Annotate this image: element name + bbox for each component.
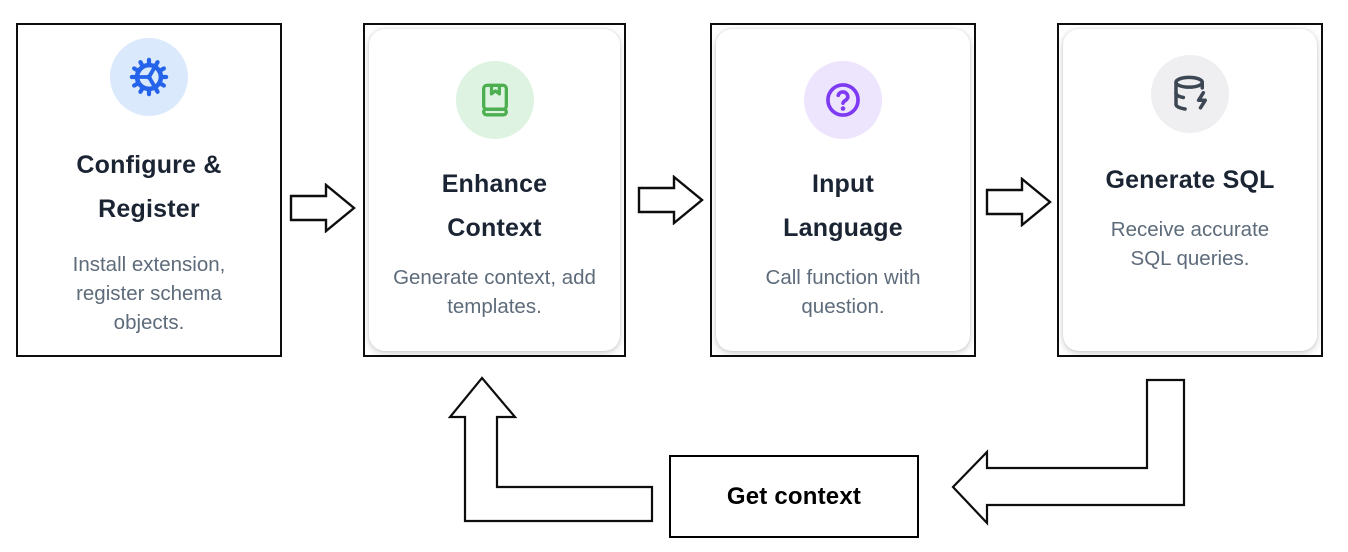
step-title: Input Language (783, 162, 903, 250)
loop-arrow-down-left-icon (951, 378, 1186, 526)
step-card-input-language: Input Language Call function with questi… (710, 23, 976, 357)
step-subtitle: Install extension, register schema objec… (72, 253, 226, 334)
step-card-configure-register: Configure & Register Install extension, … (16, 23, 282, 357)
step-title-line: Language (783, 214, 903, 242)
book-bookmark-icon (455, 61, 534, 139)
step-card-enhance-context: Enhance Context Generate context, add te… (363, 23, 626, 357)
flow-arrow-right-icon (985, 177, 1052, 227)
step-title-line: Context (447, 214, 542, 242)
step-title-line: Input (811, 170, 875, 198)
step-title: Configure & Register (76, 143, 221, 231)
step-card-generate-sql: Generate SQL Receive accurate SQL querie… (1057, 23, 1323, 357)
flow-arrow-right-icon (289, 183, 356, 233)
question-circle-icon (804, 61, 882, 139)
step-title: Enhance Context (442, 162, 548, 250)
gear-icon (110, 38, 188, 116)
step-subtitle: Call function with question. (765, 266, 921, 318)
database-zap-icon (1151, 55, 1229, 133)
get-context-label: Get context (726, 482, 862, 510)
step-title-line: Generate SQL (1105, 166, 1275, 194)
get-context-box: Get context (669, 455, 919, 538)
step-subtitle: Receive accurate SQL queries. (1110, 218, 1270, 270)
step-title-line: Configure & (76, 151, 222, 179)
flow-arrow-right-icon (637, 175, 704, 225)
step-title: Generate SQL (1105, 158, 1274, 202)
step-subtitle: Generate context, add templates. (393, 266, 596, 318)
loop-arrow-left-up-icon (448, 376, 654, 523)
step-title-line: Enhance (441, 170, 548, 198)
step-title-line: Register (98, 195, 200, 223)
